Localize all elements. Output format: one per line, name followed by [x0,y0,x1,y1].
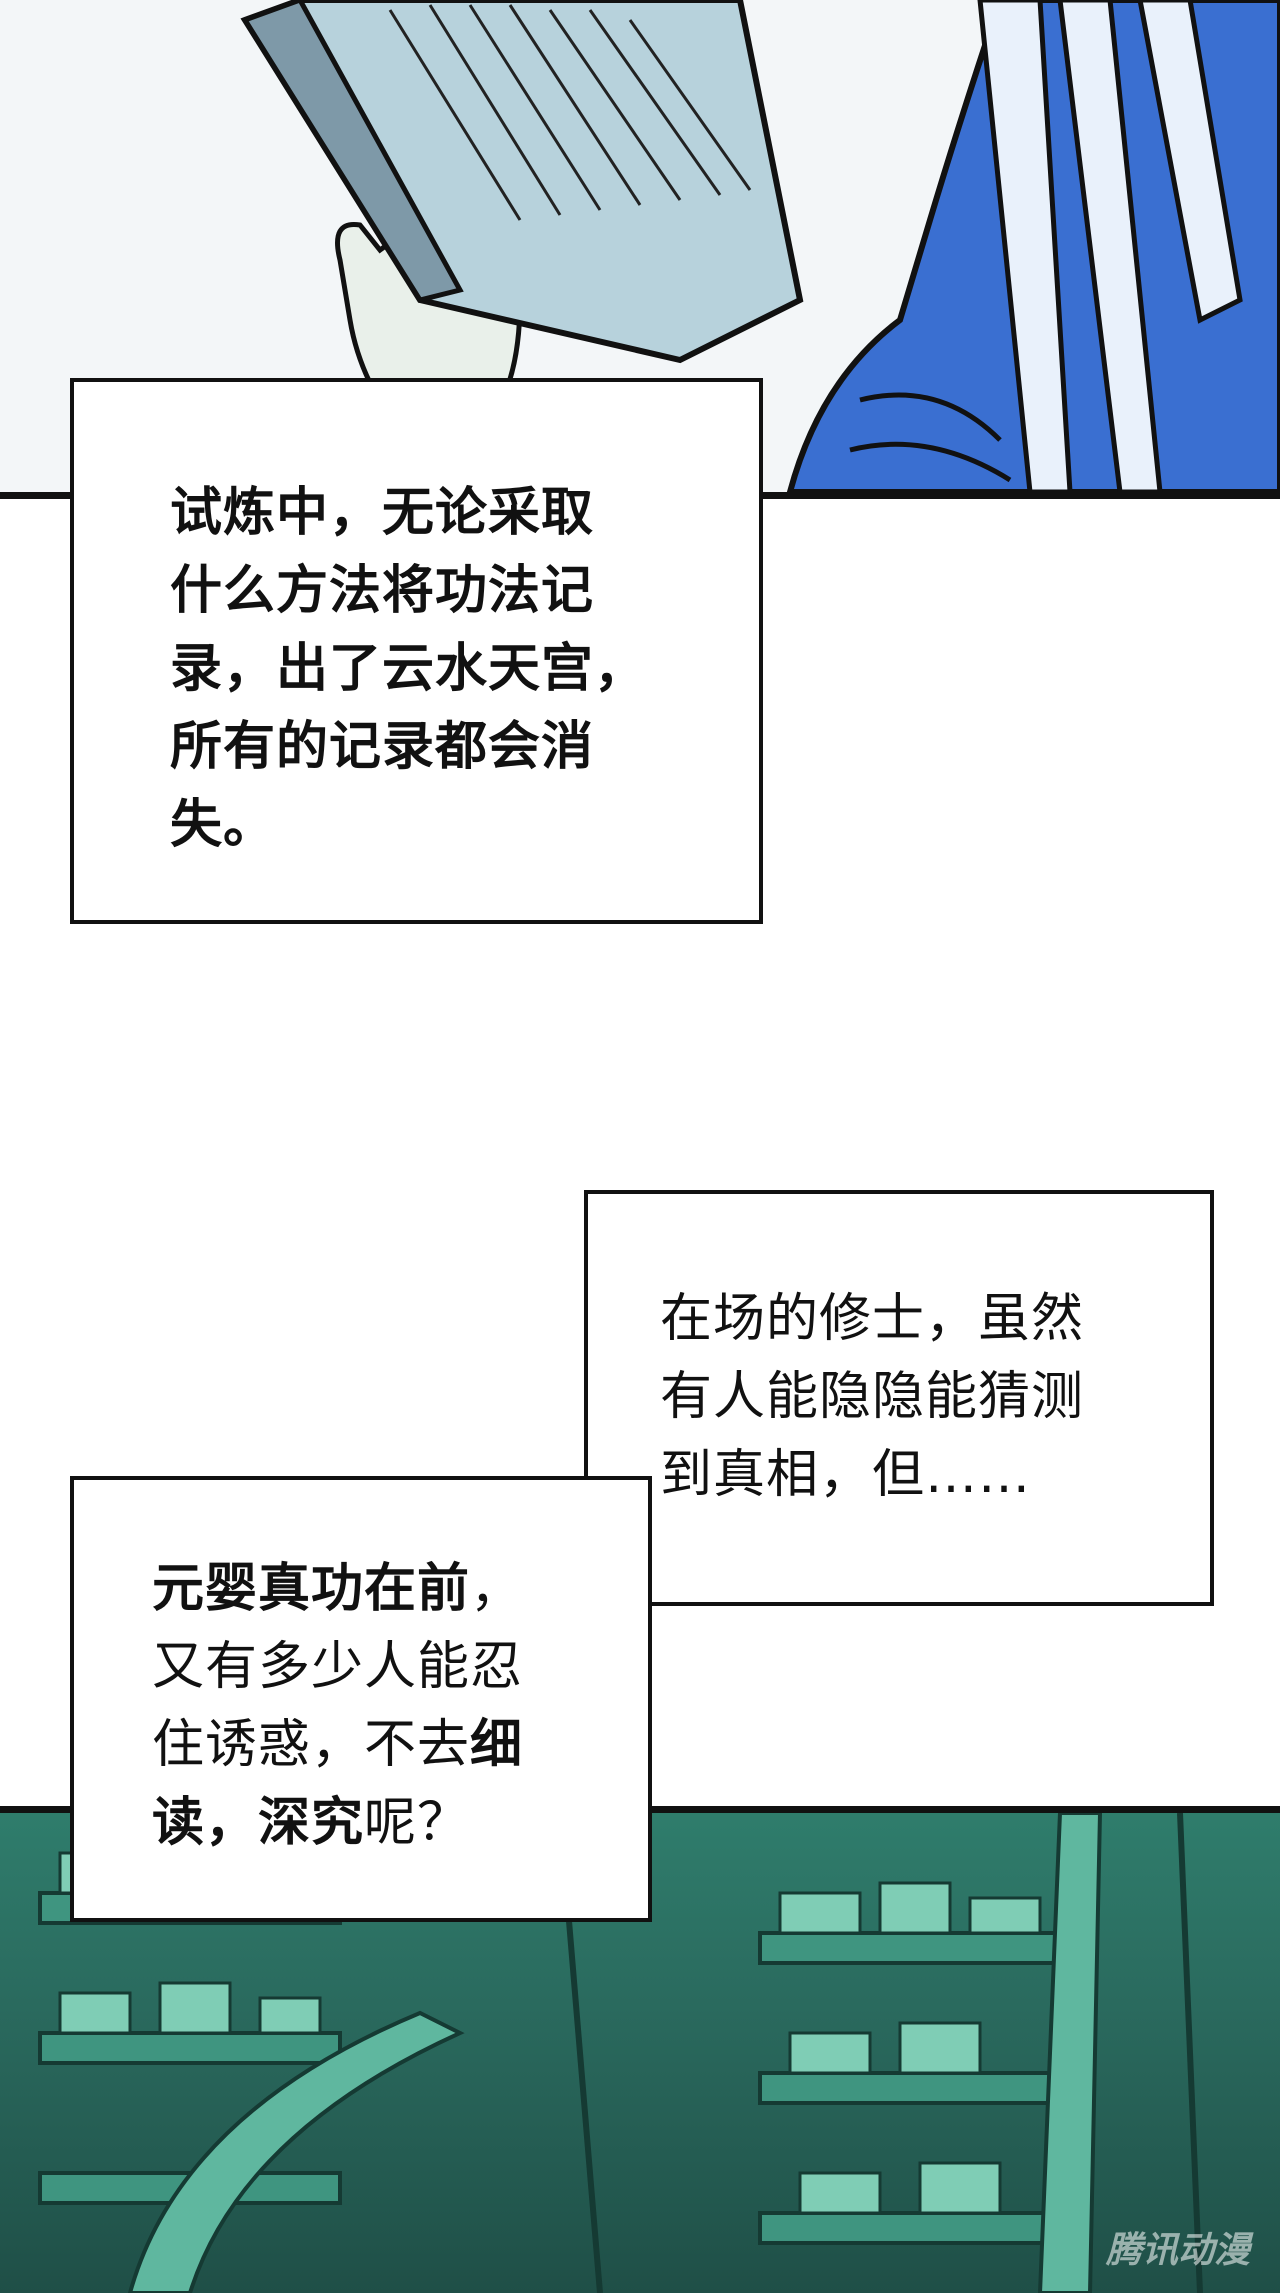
caption-2-line: 在场的修士，虽然 [660,1289,1085,1349]
caption-2-line: 有人能隐隐能猜测 [660,1367,1085,1427]
caption-1-line: 所有的记录都会消 [170,717,595,777]
caption-3-plain: 呢？ [364,1793,471,1853]
caption-3-punct: ， [470,1559,524,1619]
caption-1-line: 录，出了云水天宫， [170,639,648,699]
caption-3-line-3: 住诱惑，不去细 [152,1706,523,1784]
caption-3-line-2: 又有多少人能忍 [152,1637,524,1697]
watermark-logo: 腾讯动漫 [1105,2230,1250,2271]
caption-1-line: 失。 [170,795,277,855]
caption-1-line: 试炼中，无论采取 [170,483,595,543]
caption-3-line-4: 读，深究呢？ [152,1784,523,1862]
caption-3-punct: ， [205,1793,259,1853]
caption-3-bold-phrase: 深究 [258,1793,365,1853]
caption-3-plain: 住诱惑，不去 [152,1715,471,1775]
caption-3-bold-char: 读 [152,1793,206,1853]
caption-3-text: 元婴真功在前， 又有多少人能忍 住诱惑，不去细 读，深究呢？ [152,1550,523,1862]
caption-box-3: 元婴真功在前， 又有多少人能忍 住诱惑，不去细 读，深究呢？ [70,1476,652,1922]
scroll-scene-illustration [240,0,1280,492]
caption-3-bold-phrase: 元婴真功在前 [152,1559,471,1619]
caption-box-1: 试炼中，无论采取 什么方法将功法记 录，出了云水天宫， 所有的记录都会消 失。 [70,378,763,924]
caption-3-bold-char: 细 [470,1715,524,1775]
caption-1-line: 什么方法将功法记 [170,561,595,621]
caption-box-2: 在场的修士，虽然 有人能隐隐能猜测 到真相，但…… [584,1190,1214,1606]
caption-1-text: 试炼中，无论采取 什么方法将功法记 录，出了云水天宫， 所有的记录都会消 失。 [170,474,647,864]
caption-2-text: 在场的修士，虽然 有人能隐隐能猜测 到真相，但…… [660,1280,1084,1514]
caption-3-line-1: 元婴真功在前， [152,1550,523,1628]
caption-2-line: 到真相，但…… [660,1445,1032,1505]
